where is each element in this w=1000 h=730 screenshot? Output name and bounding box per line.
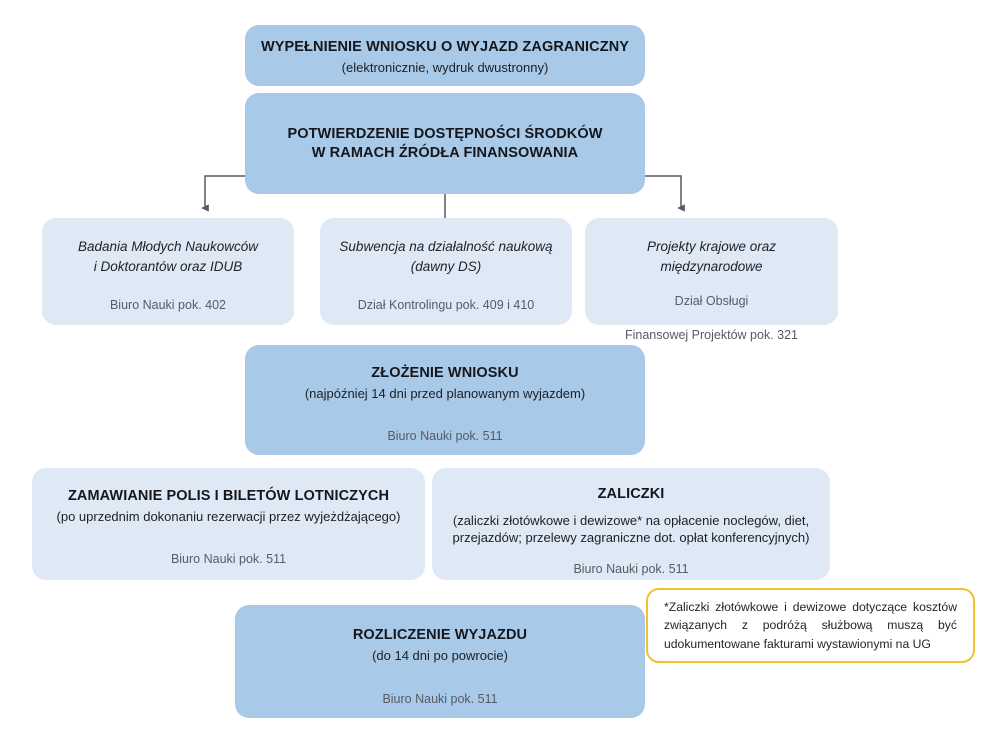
node-title: ZŁOŻENIE WNIOSKU: [371, 365, 519, 381]
node-title: WYPEŁNIENIE WNIOSKU O WYJAZD ZAGRANICZNY: [260, 39, 630, 56]
node-subtitle: (po uprzednim dokonaniu rezerwacji przez…: [56, 508, 401, 524]
node-title: ZALICZKI: [597, 486, 665, 502]
node-title-line-1: Projekty krajowe oraz międzynarodowe: [646, 239, 777, 274]
node-wypelnienie-wniosku[interactable]: WYPEŁNIENIE WNIOSKU O WYJAZD ZAGRANICZNY…: [245, 25, 645, 86]
node-subwencja-dzialalnosc-naukowa[interactable]: Subwencja na działalność naukową (dawny …: [320, 218, 572, 325]
node-title-line-2: W RAMACH ŹRÓDŁA FINANSOWANIA: [311, 144, 579, 161]
connector-branch-right: [645, 175, 685, 212]
node-title-line-2: (dawny DS): [410, 258, 482, 274]
node-projekty-krajowe-miedzynarodowe[interactable]: Projekty krajowe oraz międzynarodowe Dzi…: [585, 218, 838, 342]
node-room: Biuro Nauki pok. 511: [573, 561, 689, 576]
node-subtitle-line-2: przejazdów; przelewy zagraniczne dot. op…: [452, 530, 810, 546]
node-potwierdzenie-dostepnosci[interactable]: POTWIERDZENIE DOSTĘPNOŚCI ŚRODKÓW W RAMA…: [245, 93, 645, 194]
node-title: ZAMAWIANIE POLIS I BILETÓW LOTNICZYCH: [67, 488, 390, 504]
node-room-line-1: Dział Obsługi: [674, 294, 749, 309]
footnote-callout: *Zaliczki złotówkowe i dewizowe dotycząc…: [646, 588, 975, 663]
node-room: Biuro Nauki pok. 511: [387, 429, 503, 444]
node-room: Biuro Nauki pok. 402: [109, 298, 227, 313]
connector-branch-left: [201, 175, 245, 212]
node-subtitle-line-1: (zaliczki złotówkowe i dewizowe* na opła…: [452, 512, 810, 528]
node-room-line-2: Finansowej Projektów pok. 321: [624, 328, 798, 343]
node-room: Biuro Nauki pok. 511: [382, 692, 498, 707]
node-room: Biuro Nauki pok. 511: [170, 552, 287, 567]
node-zaliczki[interactable]: ZALICZKI (zaliczki złotówkowe i dewizowe…: [432, 468, 830, 580]
node-title-line-1: POTWIERDZENIE DOSTĘPNOŚCI ŚRODKÓW: [287, 125, 603, 142]
node-rozliczenie-wyjazdu[interactable]: ROZLICZENIE WYJAZDU (do 14 dni po powroc…: [235, 605, 645, 718]
node-subtitle: (elektronicznie, wydruk dwustronny): [341, 60, 549, 75]
node-zlozenie-wniosku[interactable]: ZŁOŻENIE WNIOSKU (najpóźniej 14 dni prze…: [245, 345, 645, 455]
node-zamawianie-polis-biletow[interactable]: ZAMAWIANIE POLIS I BILETÓW LOTNICZYCH (p…: [32, 468, 425, 580]
node-title-line-1: Badania Młodych Naukowców: [77, 239, 259, 254]
node-title-line-2: i Doktorantów oraz IDUB: [93, 258, 243, 274]
node-title-line-1: Subwencja na działalność naukową: [339, 239, 553, 254]
node-room: Dział Kontrolingu pok. 409 i 410: [357, 298, 535, 313]
node-subtitle: (najpóźniej 14 dni przed planowanym wyja…: [304, 385, 586, 401]
node-subtitle: (do 14 dni po powrocie): [372, 647, 508, 663]
node-badania-mlodych-naukowcow[interactable]: Badania Młodych Naukowców i Doktorantów …: [42, 218, 294, 325]
footnote-text: *Zaliczki złotówkowe i dewizowe dotycząc…: [664, 600, 957, 651]
node-title: ROZLICZENIE WYJAZDU: [352, 627, 528, 643]
